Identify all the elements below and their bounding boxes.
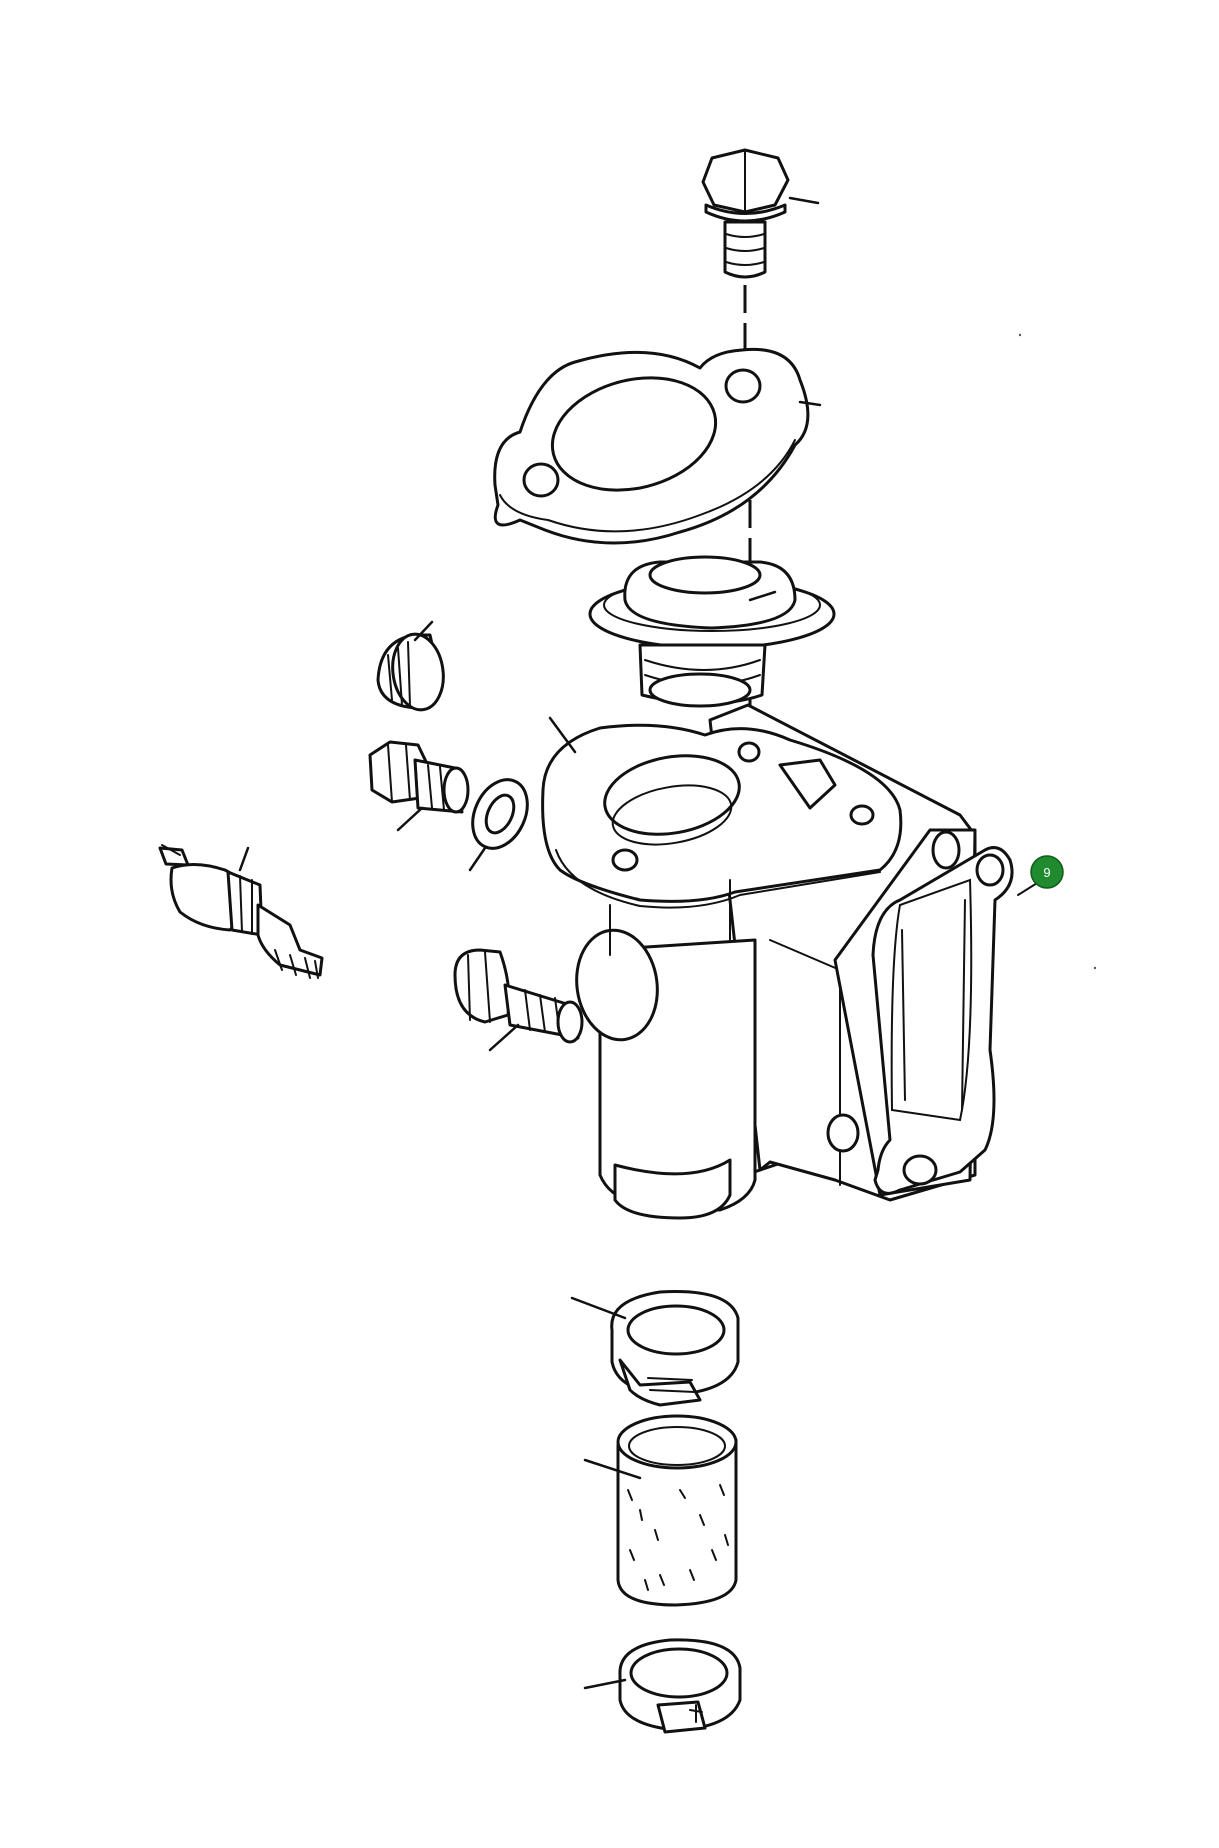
thermostat <box>588 555 836 708</box>
leader-washer <box>468 846 487 872</box>
plug <box>376 632 445 712</box>
hose-clamp-lower <box>618 1638 742 1734</box>
leader-housing <box>548 716 577 754</box>
leader-thermostat <box>748 590 777 602</box>
leader-plug <box>413 620 434 642</box>
union-bolt <box>453 948 584 1044</box>
leader-drain-bolt <box>396 806 424 832</box>
leader-clamp-lower <box>583 1678 627 1690</box>
callout-9[interactable]: 9 <box>1017 855 1064 896</box>
sealing-washer <box>471 778 529 850</box>
leader-gasket <box>798 400 822 407</box>
scan-speck <box>1018 333 1022 337</box>
drain-bolt <box>368 740 470 814</box>
leader-clamp-upper <box>570 1296 627 1320</box>
callout-9-marker[interactable] <box>1030 855 1064 889</box>
leader-sender <box>238 846 250 872</box>
temperature-sender <box>158 844 324 979</box>
outlet-gasket <box>871 846 1014 1195</box>
callout-9-label: 9 <box>1043 865 1050 880</box>
leader-union-bolt <box>488 1023 520 1052</box>
scan-speck <box>1093 966 1097 970</box>
leader-hose <box>583 1458 642 1480</box>
thermostat-cover-gasket <box>493 347 810 545</box>
leader-bolt <box>788 196 820 205</box>
coolant-hose <box>616 1414 738 1607</box>
housing-bolt <box>701 148 790 279</box>
hose-clamp-upper <box>610 1290 740 1407</box>
